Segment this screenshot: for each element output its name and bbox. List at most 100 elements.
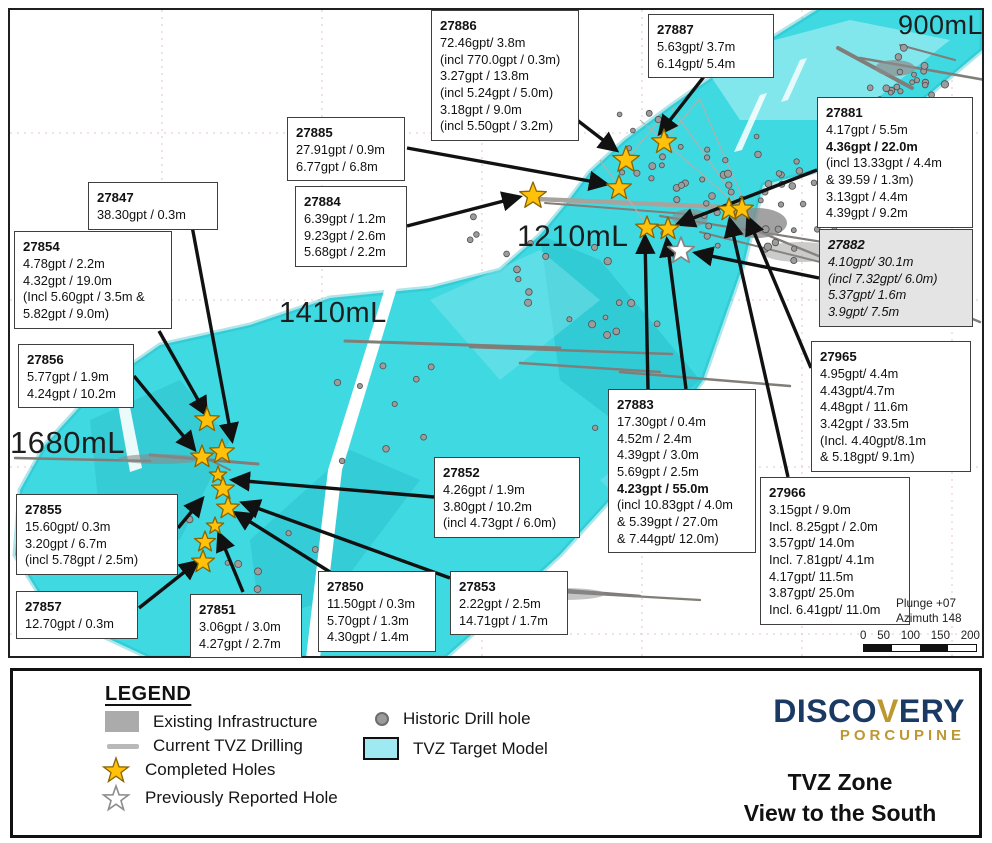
hole-result-line: 4.32gpt / 19.0m: [23, 272, 112, 288]
completed-hole-star: [190, 549, 216, 573]
hole-result-line: 4.24gpt / 10.2m: [27, 385, 116, 401]
hole-result-line: 4.36gpt / 22.0m: [826, 138, 918, 154]
previously-reported-hole-star: [666, 236, 696, 264]
hole-id: 27855: [25, 502, 62, 517]
tvz-target-model-swatch: [363, 737, 399, 760]
hole-id: 27966: [769, 485, 806, 500]
hole-id: 27851: [199, 602, 236, 617]
hole-result-line: Incl. 7.81gpt/ 4.1m: [769, 552, 875, 568]
hole-result-line: 5.63gpt/ 3.7m: [657, 39, 736, 55]
scale-tick: 150: [930, 630, 950, 642]
legend-item-historic-drill-hole: Historic Drill hole: [375, 709, 531, 729]
completed-hole-star: [205, 516, 225, 534]
view-direction: View to the South: [743, 800, 937, 827]
hole-result-line: 4.39gpt / 9.2m: [826, 205, 908, 221]
hole-result-line: (Incl 5.60gpt / 3.5m &: [23, 289, 145, 305]
legend-item-label: Existing Infrastructure: [153, 711, 318, 731]
scale-tick: 200: [960, 630, 980, 642]
level-label-900mL: 900mL: [898, 10, 984, 40]
hole-result-line: 4.95gpt/ 4.4m: [820, 366, 899, 382]
hole-result-line: 4.27gpt / 2.7m: [199, 635, 281, 651]
hole-result-line: 9.23gpt / 2.6m: [304, 227, 386, 243]
hole-result-line: (Incl. 4.40gpt/8.1m: [820, 432, 926, 448]
completed-hole-star: [605, 174, 633, 200]
hole-result-line: 15.60gpt/ 0.3m: [25, 519, 111, 535]
hole-result-line: & 7.44gpt/ 12.0m): [617, 530, 719, 546]
hole-result-line: (incl 4.73gpt / 6.0m): [443, 515, 557, 531]
hole-result-line: 4.17gpt / 5.5m: [826, 122, 908, 138]
hole-id: 27850: [327, 579, 364, 594]
hole-result-line: 12.70gpt / 0.3m: [25, 616, 114, 632]
hole-result-line: 72.46gpt/ 3.8m: [440, 35, 526, 51]
hole-result-line: 5.37gpt/ 1.6m: [828, 287, 907, 303]
company-logo: DISCOVERY PORCUPINE: [715, 693, 965, 744]
existing-infrastructure-swatch: [105, 711, 139, 732]
hole-result-line: 5.77gpt / 1.9m: [27, 369, 109, 385]
hole-result-line: 5.82gpt / 9.0m): [23, 306, 110, 322]
logo-subtitle: PORCUPINE: [839, 727, 965, 744]
azimuth-text: Azimuth 148: [896, 610, 962, 625]
hole-id: 27884: [304, 194, 341, 209]
hole-result-line: 3.9gpt/ 7.5m: [828, 304, 900, 320]
hole-result-line: 4.78gpt / 2.2m: [23, 256, 105, 272]
hole-result-line: (incl 5.50gpt / 3.2m): [440, 118, 554, 134]
completed-hole-star: [193, 530, 217, 552]
historic-drill-hole-swatch: [375, 712, 389, 726]
legend-panel: LEGEND Existing Infrastructure Current T…: [10, 668, 982, 838]
hole-result-line: 14.71gpt / 1.7m: [459, 612, 548, 628]
completed-hole-star: [208, 438, 236, 464]
completed-hole-star: [519, 181, 547, 208]
hole-id: 27847: [97, 190, 134, 205]
level-label-1210mL: 1210mL: [517, 220, 629, 253]
legend-item-existing-infrastructure: Existing Infrastructure: [105, 711, 317, 732]
hole-result-line: (incl 13.33gpt / 4.4m: [826, 155, 942, 171]
hole-result-line: 27.91gpt / 0.9m: [296, 142, 385, 158]
hole-id: 27886: [440, 18, 477, 33]
hole-result-line: 3.80gpt / 10.2m: [443, 498, 532, 514]
hole-id: 27882: [828, 237, 865, 252]
hole-result-line: 5.69gpt / 2.5m: [617, 464, 699, 480]
completed-hole-star: [189, 444, 215, 468]
hole-result-line: 4.10gpt/ 30.1m: [828, 254, 914, 270]
hole-result-line: Incl. 6.41gpt/ 11.0m: [769, 601, 881, 617]
legend-item-label: Completed Holes: [145, 760, 276, 779]
completed-hole-star: [655, 216, 681, 240]
completed-hole-star: [215, 495, 241, 519]
legend-item-completed-holes: Completed Holes: [101, 755, 275, 785]
hole-id: 27857: [25, 599, 62, 614]
hole-result-line: 4.26gpt / 1.9m: [443, 482, 525, 498]
hole-result-line: 4.39gpt / 3.0m: [617, 447, 699, 463]
hole-result-line: 2.22gpt / 2.5m: [459, 596, 541, 612]
hole-result-line: & 5.39gpt / 27.0m: [617, 513, 719, 529]
hole-result-line: 6.14gpt/ 5.4m: [657, 55, 736, 71]
hole-result-line: 3.42gpt / 33.5m: [820, 416, 909, 432]
plunge-text: Plunge +07: [896, 596, 957, 610]
hole-result-line: (incl 5.78gpt / 2.5m): [25, 552, 139, 568]
scale-tick: 50: [877, 630, 890, 642]
previously-reported-star-icon: [101, 783, 131, 812]
scale-tick: 100: [900, 630, 920, 642]
hole-result-line: 5.70gpt / 1.3m: [327, 612, 409, 628]
legend-item-label: Current TVZ Drilling: [153, 736, 303, 755]
hole-id: 27965: [820, 349, 857, 364]
hole-id: 27887: [657, 22, 694, 37]
hole-result-line: 3.15gpt / 9.0m: [769, 502, 851, 518]
legend-item-label: TVZ Target Model: [413, 738, 548, 758]
hole-result-line: 3.18gpt / 9.0m: [440, 101, 522, 117]
figure-title: TVZ Zone View to the South: [715, 767, 965, 829]
hole-result-line: 6.77gpt / 6.8m: [296, 158, 378, 174]
